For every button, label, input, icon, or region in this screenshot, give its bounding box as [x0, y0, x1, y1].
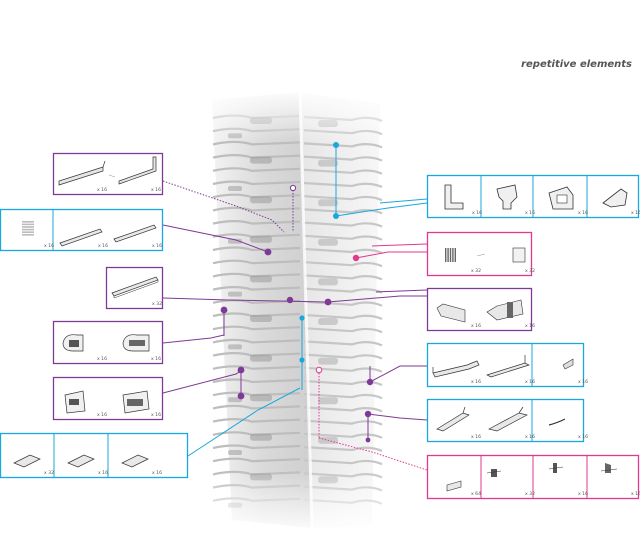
leader-lines [162, 142, 428, 471]
parts-box-r4: x 16 x 16 x 16 [426, 342, 588, 388]
part-sketches [13, 454, 149, 468]
quantity-label: x 16 [525, 210, 535, 216]
floor-slab [212, 272, 383, 286]
quantity-label: x 16 [578, 434, 588, 440]
quantity-label: x 16 [97, 356, 107, 362]
part-sketches [432, 355, 574, 378]
quantity-label: x 16 [98, 470, 108, 476]
floor-slab [212, 325, 383, 334]
floor-slab [212, 312, 383, 325]
quantity-label: x 16 [471, 379, 481, 385]
floor-slab [212, 352, 383, 365]
quantity-label: x 64 [471, 491, 481, 497]
quantity-label: x 32 [525, 268, 535, 274]
quantity-label: x 16 [525, 379, 535, 385]
floor-slab [212, 378, 383, 387]
part-sketches [436, 299, 524, 323]
quantity-label: x 16 [525, 434, 535, 440]
quantity-label: x 32 [525, 491, 535, 497]
parts-box-l6: x 32 x 16 x 16 [0, 432, 189, 479]
quantity-label: x 16 [44, 243, 54, 249]
floor-slab [212, 193, 383, 207]
building-tower [205, 88, 385, 535]
part-sketches [111, 276, 159, 299]
floor-slab [212, 180, 383, 191]
quantity-label: x 16 [151, 187, 161, 193]
part-sketches [22, 221, 157, 247]
quantity-label: x 16 [631, 491, 640, 497]
part-sketches [446, 463, 618, 492]
quantity-label: x 32 [471, 268, 481, 274]
floor-slab [212, 404, 383, 413]
floor-slab [212, 154, 383, 167]
quantity-label: x 16 [471, 434, 481, 440]
floor-slab [212, 418, 383, 426]
floor-slab [212, 338, 383, 350]
floor-slab [212, 206, 383, 215]
parts-box-l1: x 16 x 16 [52, 152, 164, 196]
quantity-label: x 16 [631, 210, 640, 216]
quantity-label: x 16 [578, 491, 588, 497]
floor-slab [212, 246, 383, 255]
floor-slab [212, 391, 383, 405]
parts-box-l5: x 16 x 16 [52, 376, 164, 421]
quantity-label: x 32 [152, 301, 162, 307]
box-frame [105, 266, 164, 310]
quantity-label: x 16 [97, 187, 107, 193]
parts-box-r3: x 16 x 16 [426, 287, 535, 332]
floor-slab [212, 365, 383, 373]
quantity-label: x 16 [525, 323, 535, 329]
floor-slab [212, 457, 383, 466]
parts-box-r1: x 16 x 16 x 16 x 16 [426, 174, 640, 219]
box-frame [0, 432, 189, 479]
quantity-label: x 16 [152, 470, 162, 476]
floor-slab [212, 167, 383, 175]
quantity-label: x 16 [151, 356, 161, 362]
parts-box-r2: x 32 x 32 [426, 231, 535, 277]
part-sketches [436, 406, 566, 432]
quantity-label: x 16 [152, 243, 162, 249]
part-sketches [58, 156, 157, 186]
page-title: repetitive elements [521, 59, 632, 70]
parts-box-r5: x 16 x 16 x 16 [426, 398, 588, 443]
parts-box-r6: x 64 x 32 x 16 x 16 [426, 454, 640, 500]
quantity-label: x 16 [578, 210, 588, 216]
floor-slab [212, 259, 383, 268]
quantity-label: x 16 [578, 379, 588, 385]
part-sketches [444, 184, 628, 210]
box-frame [426, 342, 585, 388]
floor-slab [212, 220, 383, 228]
floor-slab [212, 233, 383, 246]
quantity-label: x 16 [98, 243, 108, 249]
floor-slab [212, 444, 383, 455]
quantity-label: x 16 [471, 323, 481, 329]
quantity-label: x 16 [97, 412, 107, 418]
part-sketches [445, 247, 526, 263]
part-sketches [64, 390, 150, 414]
parts-box-l3: x 32 [105, 266, 164, 310]
quantity-label: x 32 [44, 470, 54, 476]
parts-box-l2: x 16 x 16 x 16 [0, 208, 164, 252]
part-sketches [62, 334, 150, 352]
quantity-label: x 16 [151, 412, 161, 418]
quantity-label: x 16 [472, 210, 482, 216]
parts-box-l4: x 16 x 16 [52, 320, 164, 365]
